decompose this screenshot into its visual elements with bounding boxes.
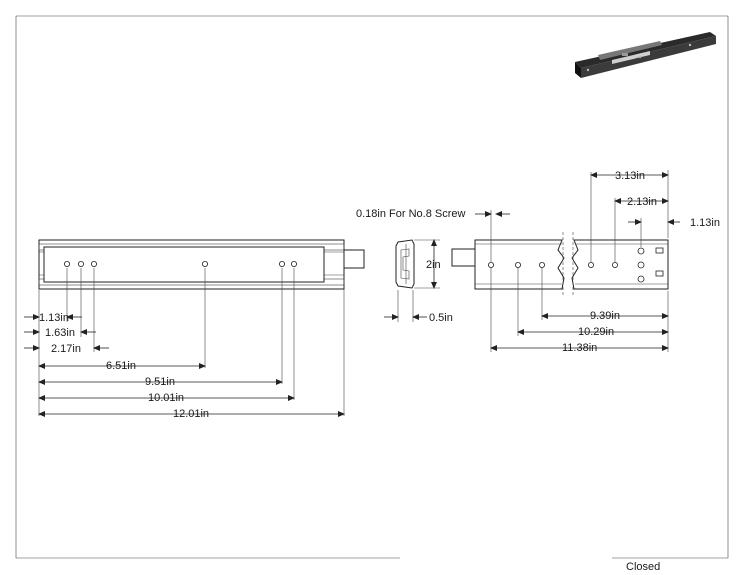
- dim-3-13in: 3.13in: [615, 170, 645, 182]
- dim-6-51in: 6.51in: [106, 360, 136, 372]
- dim-9-39in: 9.39in: [590, 310, 620, 322]
- dim-1-63in: 1.63in: [45, 327, 75, 339]
- side-view-slide: [38, 239, 365, 290]
- dim-screw-callout: 0.18in For No.8 Screw: [356, 208, 465, 220]
- detail-view-slide: [451, 232, 669, 296]
- sheet-border: [15, 15, 729, 559]
- side-view-dimensions: 1.13in 1.63in 2.17in 6.51in 9.51in 10.01…: [24, 268, 345, 420]
- dim-10-01in: 10.01in: [148, 392, 184, 404]
- dim-1-13in-detail: 1.13in: [690, 217, 720, 229]
- dim-10-29in: 10.29in: [578, 326, 614, 338]
- dim-12-01in: 12.01in: [173, 408, 209, 420]
- detail-view-dimensions: 0.18in For No.8 Screw 3.13in 2.13in 1.13…: [356, 170, 720, 354]
- dim-11-38in: 11.38in: [562, 342, 597, 354]
- dim-2-17in: 2.17in: [51, 343, 81, 355]
- profile-view: 2in 0.5in: [384, 239, 453, 324]
- dim-profile-height: 2in: [426, 259, 441, 271]
- dim-9-51in: 9.51in: [145, 376, 175, 388]
- dim-profile-width: 0.5in: [429, 312, 453, 324]
- dim-1-13in: 1.13in: [39, 312, 69, 324]
- slide-isometric-thumbnail: [575, 32, 716, 78]
- dim-2-13in: 2.13in: [627, 196, 657, 208]
- footer-caption: Closed: [626, 561, 660, 573]
